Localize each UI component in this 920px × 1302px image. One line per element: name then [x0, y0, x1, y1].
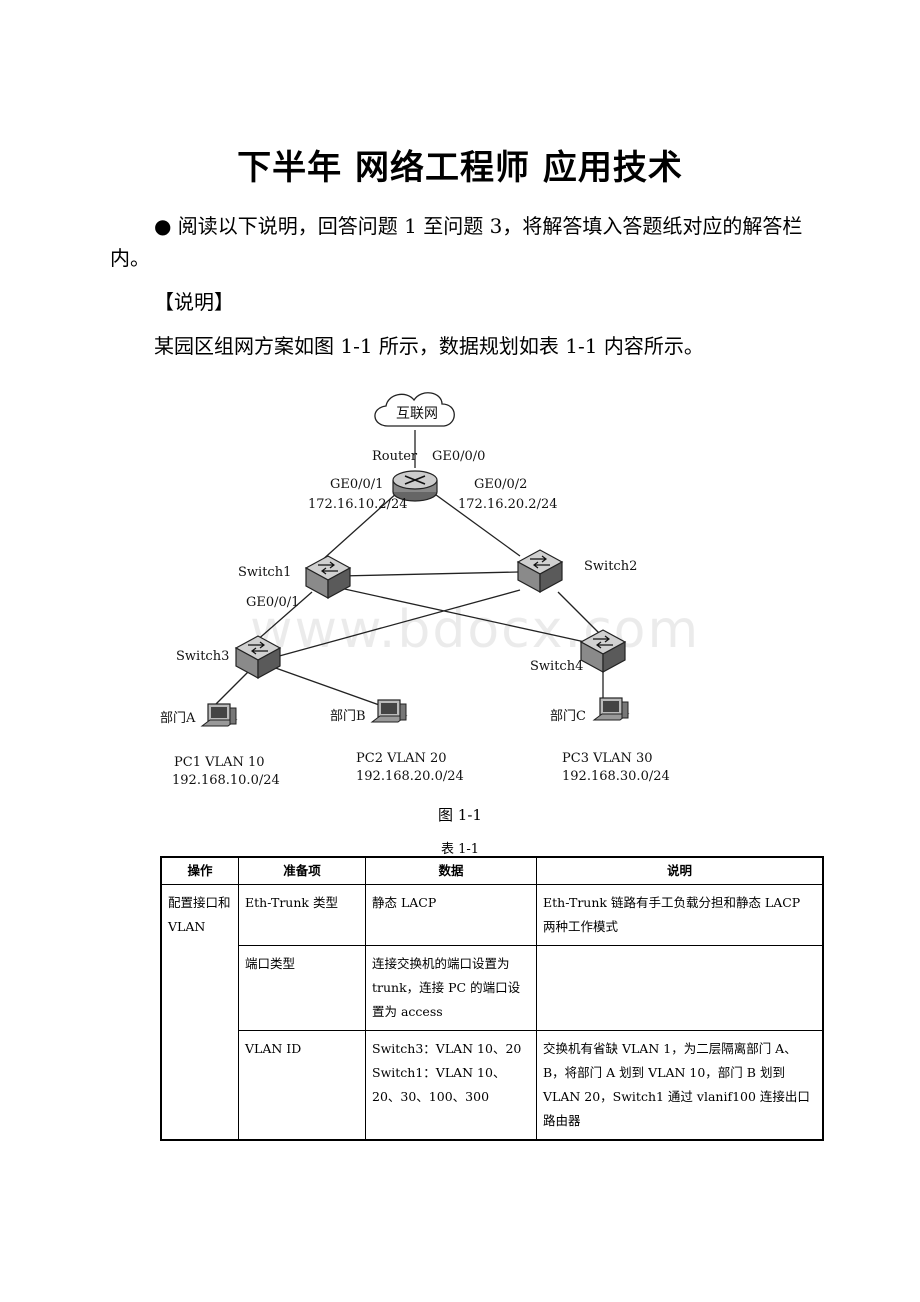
- link-switch1-switch3: [254, 591, 313, 643]
- switch1-label: Switch1: [238, 565, 291, 580]
- intro-paragraph: ● 阅读以下说明，回答问题 1 至问题 3，将解答填入答题纸对应的解答栏内。: [110, 214, 803, 270]
- switch2-icon: [517, 549, 563, 593]
- router-port-right: GE0/0/2: [474, 477, 527, 492]
- cell-note: [536, 945, 824, 1031]
- pc1-net: 192.168.10.0/24: [172, 773, 280, 788]
- cell-item: 端口类型: [238, 945, 366, 1031]
- pc2-net: 192.168.20.0/24: [356, 769, 464, 784]
- header-item: 准备项: [238, 856, 366, 885]
- pc1-icon: [201, 703, 237, 727]
- spec-table: 操作 准备项 数据 说明 配置接口和 VLAN Eth-Trunk 类型 静态 …: [160, 856, 824, 1141]
- pc3-icon: [593, 697, 629, 721]
- table-row: VLAN ID Switch3：VLAN 10、20 Switch1：VLAN …: [161, 1030, 824, 1141]
- table-caption: 表 1-1: [440, 842, 480, 857]
- header-data: 数据: [365, 856, 537, 885]
- pc1-dept: 部门A: [160, 711, 196, 726]
- cloud-label: 互联网: [396, 406, 438, 422]
- table-row: 配置接口和 VLAN Eth-Trunk 类型 静态 LACP Eth-Trun…: [160, 884, 824, 1141]
- pc3-dept: 部门C: [550, 709, 586, 724]
- link-switch1-switch2: [339, 571, 519, 577]
- cell-data: Switch3：VLAN 10、20 Switch1：VLAN 10、20、30…: [365, 1030, 537, 1141]
- cell-item: Eth-Trunk 类型: [238, 884, 366, 946]
- pc2-icon: [371, 699, 407, 723]
- link-switch1-switch4: [339, 587, 586, 643]
- pc2-dept: 部门B: [330, 709, 366, 724]
- figure-caption: 图 1-1: [438, 806, 482, 824]
- router-ip-left: 172.16.10.2/24: [308, 497, 408, 512]
- section-label: 【说明】: [154, 290, 234, 314]
- pc1-name: PC1 VLAN 10: [174, 755, 265, 770]
- pc2-name: PC2 VLAN 20: [356, 751, 447, 766]
- cell-data: 静态 LACP: [365, 884, 537, 946]
- cell-item: VLAN ID: [238, 1030, 366, 1141]
- link-switch3-pc2: [269, 665, 383, 707]
- pc3-net: 192.168.30.0/24: [562, 769, 670, 784]
- router-label: Router: [372, 449, 418, 464]
- pc3-name: PC3 VLAN 30: [562, 751, 653, 766]
- network-diagram: 互联网 Router GE0/0/0 GE0/0/1 172.16.10.2/2…: [160, 392, 670, 788]
- switch4-label: Switch4: [530, 659, 583, 674]
- table-row: 端口类型 连接交换机的端口设置为 trunk，连接 PC 的端口设置为 acce…: [161, 945, 824, 1031]
- router-icon: [392, 470, 438, 502]
- link-router-switch2: [431, 491, 521, 557]
- router-port-left: GE0/0/1: [330, 477, 383, 492]
- link-switch2-switch3: [271, 589, 521, 659]
- header-operation: 操作: [160, 856, 239, 885]
- internet-cloud-icon: [374, 392, 455, 427]
- switch3-label: Switch3: [176, 649, 229, 664]
- cell-data: 连接交换机的端口设置为 trunk，连接 PC 的端口设置为 access: [365, 945, 537, 1031]
- switch3-icon: [235, 635, 281, 679]
- table-header-row: 操作 准备项 数据 说明: [160, 856, 824, 885]
- router-ip-right: 172.16.20.2/24: [458, 497, 558, 512]
- router-port-up: GE0/0/0: [432, 449, 485, 464]
- body-paragraph: 某园区组网方案如图 1-1 所示，数据规划如表 1-1 内容所示。: [154, 334, 704, 358]
- switch2-label: Switch2: [584, 559, 637, 574]
- switch1-port: GE0/0/1: [246, 595, 299, 610]
- header-note: 说明: [536, 856, 824, 885]
- cell-note: Eth-Trunk 链路有手工负载分担和静态 LACP 两种工作模式: [536, 884, 824, 946]
- link-router-switch1: [319, 491, 399, 563]
- switch4-icon: [580, 629, 626, 673]
- switch1-icon: [305, 555, 351, 599]
- link-switch2-switch4: [557, 591, 601, 635]
- cell-operation: 配置接口和 VLAN: [160, 884, 239, 1141]
- page-title: 下半年 网络工程师 应用技术: [237, 148, 683, 188]
- cell-note: 交换机有省缺 VLAN 1，为二层隔离部门 A、B，将部门 A 划到 VLAN …: [536, 1030, 824, 1141]
